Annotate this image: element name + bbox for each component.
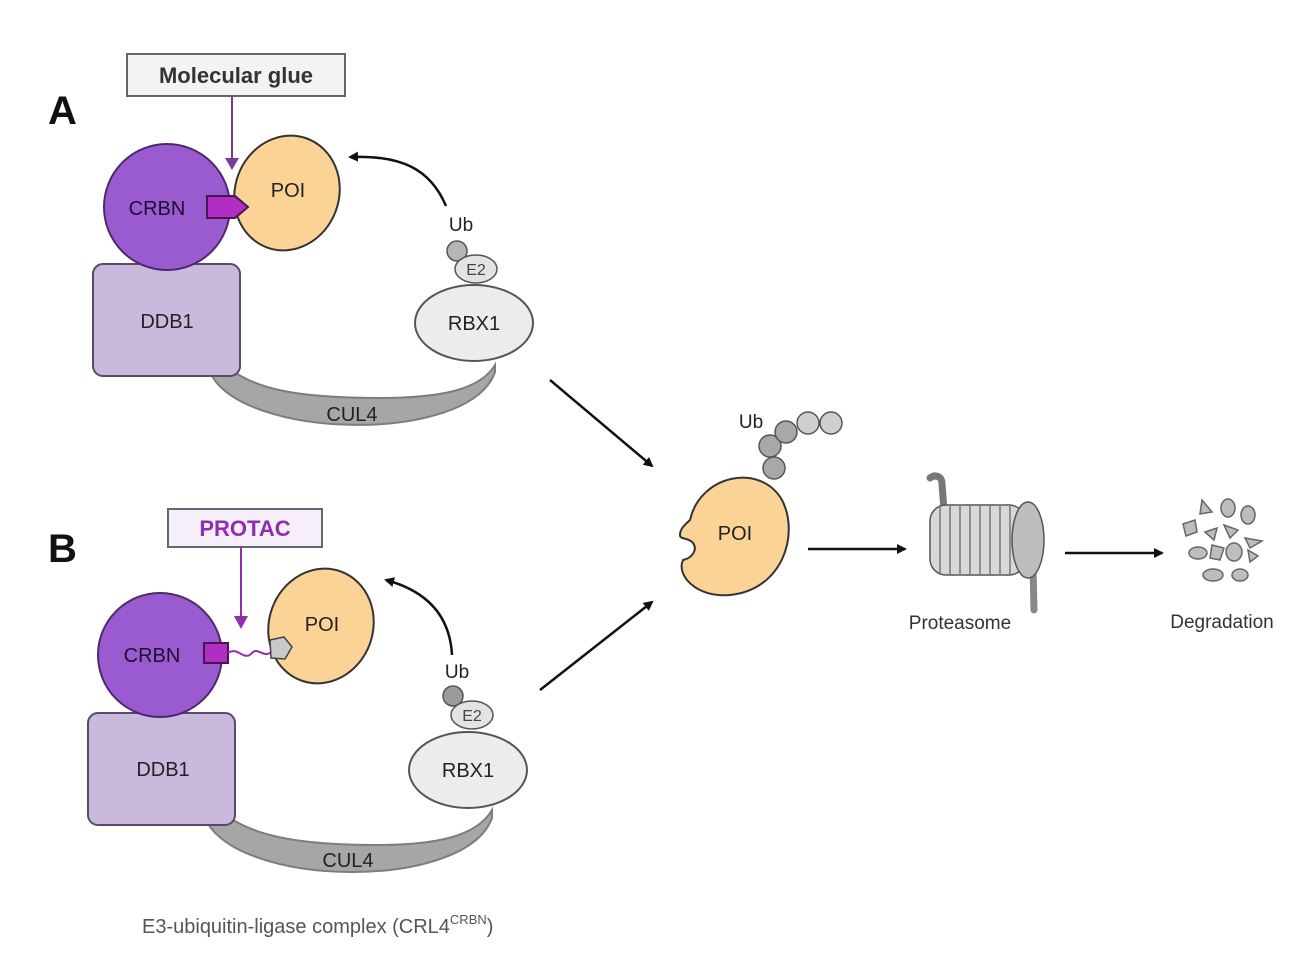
fragment-5 — [1203, 526, 1219, 542]
ub-transfer-arrow-a — [348, 151, 448, 207]
panel-a-letter: A — [48, 89, 77, 133]
molecular-glue-label: Molecular glue — [159, 63, 313, 88]
ub-chain-icon-2 — [758, 434, 782, 458]
panel-b-letter: B — [48, 527, 77, 571]
crbn-b-label: CRBN — [124, 645, 181, 667]
fragment-12 — [1202, 568, 1224, 582]
protac-e3-ligand — [203, 642, 229, 664]
protac-box — [167, 508, 323, 548]
fragment-2 — [1220, 498, 1236, 518]
proteasome-cap-top — [926, 472, 948, 514]
caption-close: ) — [487, 916, 494, 938]
converge-arrow-a — [549, 379, 654, 468]
ub-a-label: Ub — [449, 215, 473, 236]
ub-a-icon — [446, 240, 468, 262]
protac-linker — [227, 650, 273, 657]
protac-poi-warhead — [269, 636, 293, 660]
poi-center — [678, 476, 790, 597]
ub-transfer-arrow-b — [384, 577, 454, 656]
poi-center-label: POI — [718, 523, 752, 545]
ubiquitinated-poi: POI Ub — [678, 411, 843, 597]
fragment-7 — [1243, 537, 1265, 550]
cul4-a-label: CUL4 — [326, 404, 377, 426]
e2-b-label: E2 — [462, 708, 482, 725]
fragment-10 — [1225, 542, 1243, 562]
molecular-glue-box — [126, 53, 346, 97]
ddb1-a-label: DDB1 — [140, 311, 193, 333]
poi-b — [267, 567, 375, 685]
proteasome-end-ring — [1011, 501, 1045, 579]
ub-b-icon — [442, 685, 464, 707]
fragment-13 — [1231, 568, 1249, 582]
cul4-a — [208, 360, 496, 426]
fragment-4 — [1182, 519, 1198, 537]
ddb1-b-label: DDB1 — [136, 759, 189, 781]
fragment-6 — [1222, 523, 1240, 540]
rbx1-b-label: RBX1 — [442, 760, 494, 782]
e2-a — [454, 254, 498, 284]
molecular-glue-ligand — [206, 195, 250, 219]
proteasome-rings — [939, 505, 1011, 575]
rbx1-b — [408, 731, 528, 809]
panel-b: B PROTAC CUL4 DDB1 CRBN POI Ub E2 RBX1 — [48, 508, 528, 873]
ub-chain-icon-1 — [762, 456, 786, 480]
ub-chain-icon-3 — [774, 420, 798, 444]
rbx1-a-label: RBX1 — [448, 313, 500, 335]
e2-a-label: E2 — [466, 262, 486, 279]
panel-a: A Molecular glue CUL4 DDB1 CRBN POI Ub E… — [48, 53, 534, 426]
fragment-11 — [1246, 548, 1260, 564]
fragment-8 — [1188, 546, 1208, 560]
fragment-1 — [1199, 498, 1214, 515]
cul4-b-label: CUL4 — [322, 850, 373, 872]
protac-arrowhead — [234, 616, 248, 629]
cul4-b — [203, 806, 493, 873]
e2-b — [450, 700, 494, 730]
caption: E3-ubiquitin-ligase complex (CRL4CRBN) — [142, 912, 493, 938]
converge-arrow-b — [539, 600, 654, 691]
crbn-a-label: CRBN — [129, 198, 186, 220]
caption-main: E3-ubiquitin-ligase complex (CRL4 — [142, 916, 450, 938]
ub-b-label: Ub — [445, 662, 469, 683]
ub-chain-label: Ub — [739, 412, 763, 433]
poi-b-label: POI — [305, 614, 339, 636]
caption-superscript: CRBN — [450, 912, 487, 927]
poi-a-label: POI — [271, 180, 305, 202]
ub-chain-icon-4 — [796, 411, 820, 435]
protac-label: PROTAC — [199, 516, 290, 541]
ub-chain-icon-5 — [819, 411, 843, 435]
rbx1-a — [414, 284, 534, 362]
proteasome-label: Proteasome — [909, 613, 1011, 634]
fragment-3 — [1240, 505, 1256, 525]
poi-a — [233, 134, 341, 252]
degradation-fragments — [1182, 498, 1265, 582]
molecular-glue-arrowhead — [225, 158, 239, 170]
proteasome: Proteasome — [909, 472, 1045, 634]
degradation-label: Degradation — [1170, 612, 1274, 633]
fragment-9 — [1209, 544, 1225, 561]
